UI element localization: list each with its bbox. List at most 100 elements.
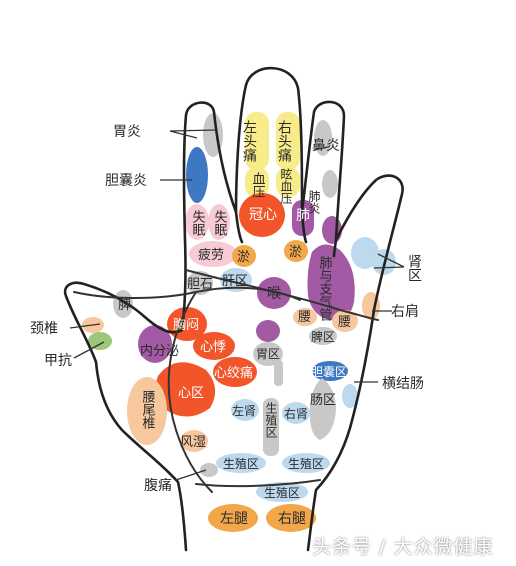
zone-right-headache xyxy=(276,112,300,170)
label-right-shoulder: 右肩 xyxy=(391,304,419,320)
label-rheumatism: 风湿 xyxy=(180,435,206,450)
label-intestine-region: 肠区 xyxy=(310,393,336,408)
zone-labels: 胃炎 胆囊炎 左头痛 右头痛 血压 眩血压 鼻炎 肺炎 失眠 失眠 冠心 肺 疲… xyxy=(30,120,424,527)
label-transverse-colon: 横结肠 xyxy=(382,376,424,392)
zone-waist-1 xyxy=(293,308,317,326)
zone-genital-vertical xyxy=(263,398,279,456)
label-palpitation: 心悸 xyxy=(200,340,226,355)
label-left-kidney: 左肾 xyxy=(232,403,256,418)
label-right-leg: 右腿 xyxy=(278,511,306,527)
label-left-leg: 左腿 xyxy=(220,511,248,527)
label-spleen: 脾 xyxy=(118,298,131,313)
label-spleen-region: 脾区 xyxy=(311,329,335,344)
zone-rheumatism xyxy=(180,430,208,452)
label-pneumonia: 肺炎 xyxy=(307,190,321,214)
zone-stomach-purple xyxy=(256,320,280,342)
label-insomnia-2: 失眠 xyxy=(212,210,228,237)
zone-throat xyxy=(257,277,291,309)
zone-lumbar-coccyx xyxy=(127,377,167,445)
zone-transverse-colon xyxy=(342,384,358,408)
finger-gap-2 xyxy=(300,210,308,244)
zone-stasis-2 xyxy=(284,240,308,262)
label-right-kidney: 右肾 xyxy=(284,406,308,421)
zone-pneumonia xyxy=(322,170,338,198)
label-liver-region: 肝区 xyxy=(222,274,248,289)
zone-genital-1 xyxy=(216,453,266,473)
zone-spleen-region xyxy=(309,327,337,345)
zone-gallbladder-region xyxy=(312,361,348,381)
zone-thyroid xyxy=(88,332,112,350)
finger-gap-3 xyxy=(332,238,338,258)
label-fatigue: 疲劳 xyxy=(198,247,224,263)
leader-lines xyxy=(69,129,405,481)
label-rhinitis: 鼻炎 xyxy=(312,137,340,154)
label-stomach-region: 胃区 xyxy=(256,347,280,361)
zone-endocrine xyxy=(138,325,172,363)
watermark: 头条号 / 大众微健康 xyxy=(312,536,494,558)
zone-coronary xyxy=(239,193,285,237)
label-cervical: 颈椎 xyxy=(30,321,58,337)
zone-gallbladder-inflammation xyxy=(186,147,208,203)
label-left-blood-pressure: 血压 xyxy=(250,172,266,198)
label-stomach-inflammation: 胃炎 xyxy=(113,124,141,140)
label-lung: 肺 xyxy=(296,208,310,224)
label-kidney-region: 肾区 xyxy=(406,254,422,282)
label-waist-2: 腰 xyxy=(338,315,351,330)
label-angina: 心绞痛 xyxy=(214,365,253,381)
label-left-headache: 左头痛 xyxy=(241,120,257,162)
zone-left-blood-pressure xyxy=(245,167,269,197)
label-genital-3: 生殖区 xyxy=(264,485,300,500)
wrist-line xyxy=(195,479,321,488)
zone-kidney-blob xyxy=(351,237,379,269)
label-throat: 喉 xyxy=(267,286,281,302)
label-stasis-1: 淤 xyxy=(237,250,250,265)
label-gallstone: 胆石 xyxy=(187,277,213,292)
zone-right-kidney xyxy=(282,402,310,424)
zone-stasis-1 xyxy=(232,245,256,267)
label-genital-1: 生殖区 xyxy=(223,456,259,471)
zone-intestine xyxy=(309,378,336,440)
zone-palpitation xyxy=(193,332,235,360)
zone-waist-2 xyxy=(332,310,358,332)
reflex-zones xyxy=(82,112,396,532)
label-lumbar-coccyx: 腰尾椎 xyxy=(140,390,156,429)
label-coronary: 冠心 xyxy=(249,207,277,223)
zone-genital-3 xyxy=(256,482,308,502)
label-gallbladder-region: 胆囊区 xyxy=(311,364,347,379)
label-abdominal-pain: 腹痛 xyxy=(144,477,172,494)
label-thyroid: 甲抗 xyxy=(44,353,72,369)
label-gallbladder-inflammation: 胆囊炎 xyxy=(105,172,147,189)
zone-liver xyxy=(220,268,252,292)
zone-stomach-tail xyxy=(274,360,283,386)
label-chest-tightness: 胸闷 xyxy=(173,318,199,333)
zone-right-blood-pressure xyxy=(276,167,300,197)
finger-gap-1 xyxy=(234,210,244,244)
zone-left-kidney xyxy=(231,399,259,421)
label-genital-2: 生殖区 xyxy=(288,456,324,471)
label-waist-1: 腰 xyxy=(298,310,311,325)
zone-left-headache xyxy=(245,112,269,170)
zone-lung-bronchus xyxy=(307,244,355,321)
label-right-blood-pressure: 眩血压 xyxy=(279,167,293,204)
label-lung-bronchus: 肺与支气管 xyxy=(317,256,333,322)
zone-right-leg xyxy=(266,504,316,532)
label-stasis-2: 淤 xyxy=(289,245,302,260)
zone-left-leg xyxy=(208,504,258,532)
zone-angina xyxy=(213,357,257,387)
zone-fatigue xyxy=(189,241,237,267)
zone-lung-small xyxy=(322,216,342,244)
life-line xyxy=(167,291,213,493)
hand-outline xyxy=(63,66,404,552)
zone-stomach xyxy=(253,342,283,366)
heart-line xyxy=(185,269,379,321)
label-endocrine: 内分泌 xyxy=(140,343,179,359)
label-heart-region: 心区 xyxy=(178,386,204,401)
zone-genital-2 xyxy=(282,453,330,473)
zone-abdominal-pain xyxy=(200,463,218,477)
label-insomnia-1: 失眠 xyxy=(190,210,206,237)
zone-insomnia-1 xyxy=(185,204,209,240)
label-right-headache: 右头痛 xyxy=(276,120,292,162)
label-genital-vertical: 生殖区 xyxy=(264,402,278,438)
zone-insomnia-2 xyxy=(208,204,230,240)
